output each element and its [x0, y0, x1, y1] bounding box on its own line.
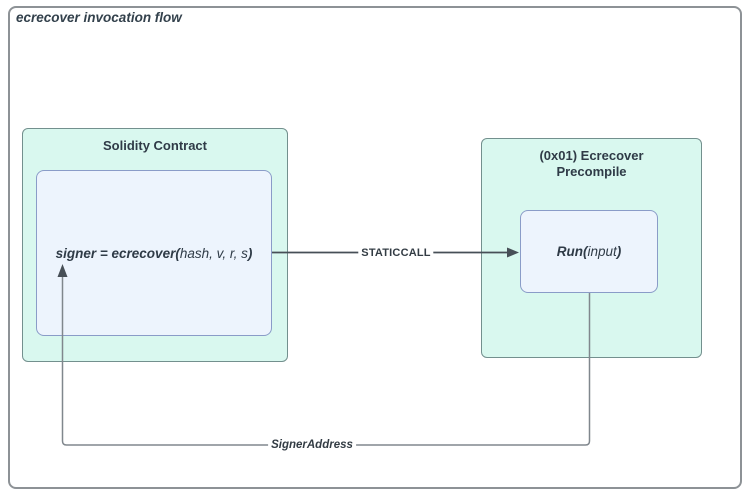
precompile-title-line1: (0x01) Ecrecover: [539, 148, 644, 163]
signer-address-label: SignerAddress: [268, 439, 356, 451]
run-node: Run(input): [520, 210, 658, 293]
precompile-title: (0x01) Ecrecover Precompile: [482, 148, 701, 180]
solidity-contract-title: Solidity Contract: [102, 138, 207, 153]
ecrecover-call-node: signer = ecrecover(hash, v, r, s): [36, 170, 272, 336]
run-text: Run(input): [557, 244, 622, 259]
precompile-title-line2: Precompile: [556, 164, 627, 179]
run-close: ): [616, 244, 622, 259]
ecrecover-call-text: signer = ecrecover(hash, v, r, s): [56, 246, 253, 261]
run-lead: Run(: [556, 244, 588, 259]
ecrecover-call-close: ): [247, 245, 253, 261]
ecrecover-call-args: hash, v, r, s: [179, 245, 248, 261]
run-arg: input: [587, 244, 617, 259]
ecrecover-call-lead: signer = ecrecover(: [55, 245, 180, 261]
staticcall-label: STATICCALL: [358, 247, 434, 259]
diagram-title: ecrecover invocation flow: [16, 10, 182, 25]
